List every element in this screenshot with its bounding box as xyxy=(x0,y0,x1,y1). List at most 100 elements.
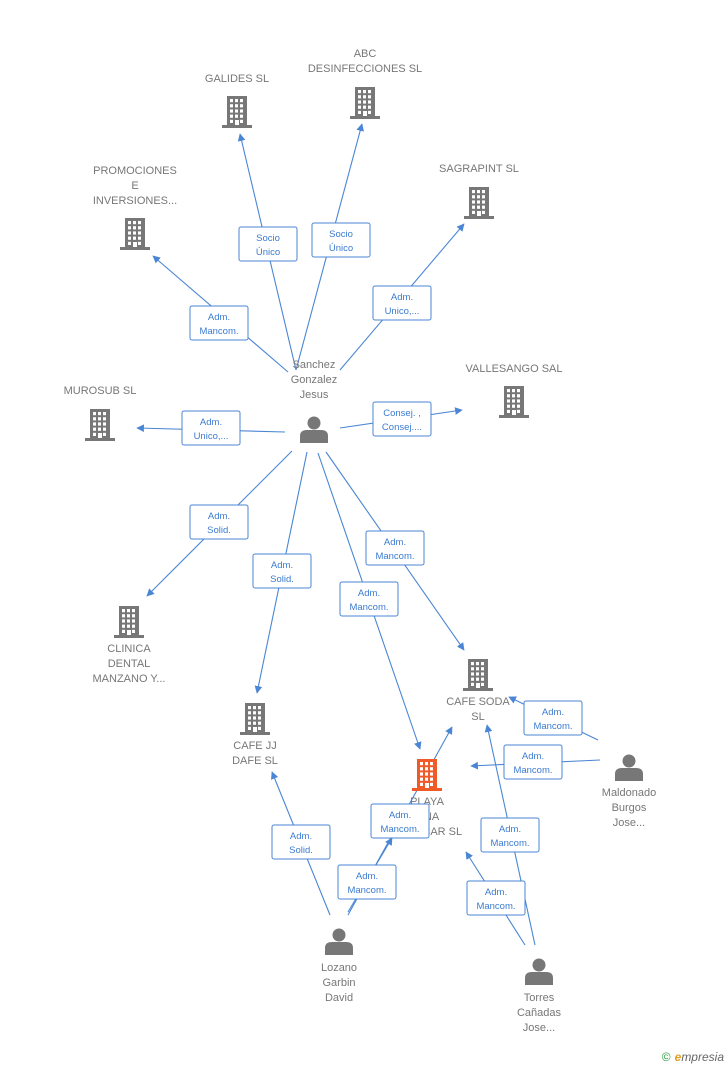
building-icon xyxy=(499,386,529,418)
node-label: Garbin xyxy=(322,977,355,989)
relation-text: Unico,... xyxy=(385,306,420,317)
relation-text: Único xyxy=(256,247,280,258)
person-icon xyxy=(325,928,353,955)
node-label: Burgos xyxy=(612,802,647,814)
node-label: Torres xyxy=(524,992,555,1004)
relation-box xyxy=(339,581,399,617)
relation-label-lozano-cafejj[interactable]: Adm. Solid. xyxy=(271,824,331,860)
relation-text: Adm. xyxy=(271,560,293,571)
person-icon xyxy=(525,958,553,985)
relation-label-torres-cafesoda[interactable]: Adm.Mancom. xyxy=(480,817,540,853)
relation-text: Solid. xyxy=(270,574,294,585)
relation-text: Consej. , xyxy=(383,408,421,419)
footer-brand: ©empresia xyxy=(662,1050,724,1064)
relation-label-sanchez-promociones[interactable]: Adm. Mancom. xyxy=(189,305,249,341)
relation-labels-layer: SocioÚnicoSocioÚnicoAdm.Mancom.Adm.Unico… xyxy=(181,222,583,916)
relation-text: Mancom. xyxy=(199,326,238,337)
relation-box xyxy=(466,880,526,916)
node-label: SL xyxy=(471,711,484,723)
node-label: SAGRAPINT SL xyxy=(439,163,519,175)
node-label: CAFE SODA xyxy=(446,696,510,708)
node-label: E xyxy=(131,180,138,192)
building-icon xyxy=(464,187,494,219)
relation-text: Adm. xyxy=(200,417,222,428)
building-icon xyxy=(85,409,115,441)
relation-label-sanchez-sagrapint[interactable]: Adm. Unico,... xyxy=(372,285,432,321)
relation-text: Adm. xyxy=(522,751,544,762)
relation-text: Adm. xyxy=(391,292,413,303)
node-label: CAFE JJ xyxy=(233,740,276,752)
node-label: Jesus xyxy=(300,389,329,401)
relation-box xyxy=(372,401,432,437)
relation-text: Socio xyxy=(329,229,353,240)
brand-name: mpresia xyxy=(681,1050,724,1064)
relation-label-sanchez-clinica[interactable]: Adm. Solid. xyxy=(189,504,249,540)
relation-label-maldonado-playa[interactable]: Adm.Mancom. xyxy=(503,744,563,780)
relation-text: Adm. xyxy=(290,831,312,842)
relation-box xyxy=(337,864,397,900)
relation-box xyxy=(181,410,241,446)
node-vallesango[interactable]: VALLESANGO SAL xyxy=(465,363,563,418)
building-icon xyxy=(350,87,380,119)
node-label: MUROSUB SL xyxy=(64,385,137,397)
relation-label-maldonado-cafesoda[interactable]: Adm.Mancom. xyxy=(523,700,583,736)
relation-label-torres-playa[interactable]: Adm.Mancom. xyxy=(466,880,526,916)
person-icon xyxy=(615,754,643,781)
node-label: MANZANO Y... xyxy=(93,673,166,685)
node-label: ABC xyxy=(354,48,377,60)
building-icon xyxy=(463,659,493,691)
relation-text: Mancom. xyxy=(347,885,386,896)
node-label: Sanchez xyxy=(293,359,336,371)
relation-text: Solid. xyxy=(207,525,231,536)
relation-text: Adm. xyxy=(358,588,380,599)
copyright-icon: © xyxy=(661,1050,671,1064)
relation-label-sanchez-playa[interactable]: Adm.Mancom. xyxy=(339,581,399,617)
relation-label-sanchez-vallesango[interactable]: Consej. , Consej.... xyxy=(372,401,432,437)
relation-text: Adm. xyxy=(208,312,230,323)
node-label: Jose... xyxy=(523,1022,555,1034)
relation-text: Mancom. xyxy=(380,824,419,835)
building-icon xyxy=(240,703,270,735)
person-icon xyxy=(300,416,328,443)
relation-text: Socio xyxy=(256,233,280,244)
relation-label-sanchez-murosub[interactable]: Adm.Unico,... xyxy=(181,410,241,446)
node-maldonado[interactable]: MaldonadoBurgosJose... xyxy=(602,754,656,830)
building-icon xyxy=(222,96,252,128)
relation-text: Mancom. xyxy=(490,838,529,849)
brand-initial: e xyxy=(674,1050,682,1064)
relation-box xyxy=(252,553,312,589)
node-label: INVERSIONES... xyxy=(93,195,177,207)
node-torres[interactable]: TorresCañadasJose... xyxy=(517,958,562,1035)
relation-text: Solid. xyxy=(289,845,313,856)
node-sagrapint[interactable]: SAGRAPINT SL xyxy=(439,163,519,219)
relation-text: Adm. xyxy=(542,707,564,718)
node-label: Cañadas xyxy=(517,1007,562,1019)
relation-label-lozano-playa[interactable]: Adm.Mancom. xyxy=(337,864,397,900)
relation-text: Adm. xyxy=(208,511,230,522)
relation-box xyxy=(271,824,331,860)
relation-text: Mancom. xyxy=(375,551,414,562)
node-murosub[interactable]: MUROSUB SL xyxy=(64,385,137,441)
relation-text: Único xyxy=(329,243,353,254)
node-label: Gonzalez xyxy=(291,374,337,386)
relation-label-sanchez-cafejj[interactable]: Adm. Solid. xyxy=(252,553,312,589)
relation-label-lozano-cafesoda[interactable]: Adm.Mancom. xyxy=(370,803,430,839)
relation-box xyxy=(370,803,430,839)
node-cafesoda[interactable]: CAFE SODA SL xyxy=(446,659,510,723)
relation-text: Consej.... xyxy=(382,422,422,433)
node-galides[interactable]: GALIDES SL xyxy=(205,73,269,128)
relation-label-sanchez-cafesoda[interactable]: Adm.Mancom. xyxy=(365,530,425,566)
relation-box xyxy=(189,504,249,540)
node-label: CLINICA xyxy=(107,643,151,655)
node-promociones[interactable]: PROMOCIONESEINVERSIONES... xyxy=(93,165,177,250)
building-icon xyxy=(120,218,150,250)
